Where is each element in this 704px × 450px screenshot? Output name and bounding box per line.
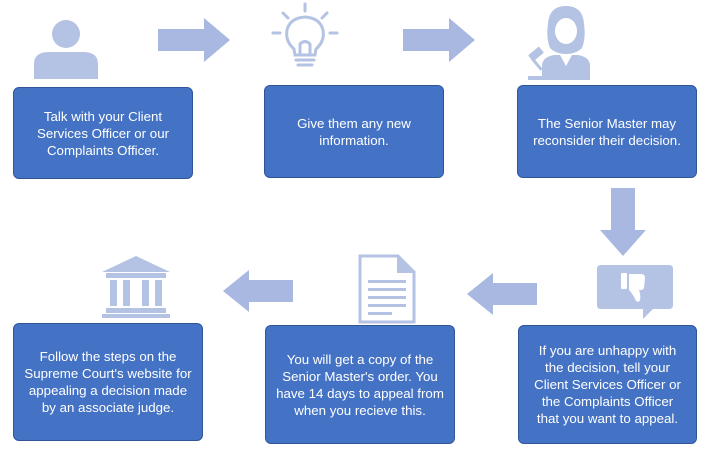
step-2-box: Give them any new information. xyxy=(264,85,444,178)
step-5-text: You will get a copy of the Senior Master… xyxy=(276,351,444,418)
step-1-text: Talk with your Client Services Officer o… xyxy=(36,108,170,158)
step-3-text: The Senior Master may reconsider their d… xyxy=(533,115,681,148)
step-6-box: Follow the steps on the Supreme Court's … xyxy=(13,323,203,441)
step-6-text: Follow the steps on the Supreme Court's … xyxy=(24,349,192,415)
step-4-box: If you are unhappy with the decision, te… xyxy=(518,325,697,444)
arrow-down xyxy=(600,188,646,256)
judge-icon xyxy=(526,2,606,82)
step-3-box: The Senior Master may reconsider their d… xyxy=(517,85,697,178)
person-icon xyxy=(31,12,101,80)
step-4-text: If you are unhappy with the decision, te… xyxy=(534,343,681,426)
lightbulb-icon xyxy=(270,2,340,72)
step-2-text: Give them any new information. xyxy=(297,115,411,148)
step-5-box: You will get a copy of the Senior Master… xyxy=(265,325,455,444)
arrow-right-2 xyxy=(403,18,475,62)
courthouse-icon xyxy=(102,256,170,318)
arrow-left-1 xyxy=(467,273,537,315)
arrow-right-1 xyxy=(158,18,230,62)
document-icon xyxy=(358,254,416,324)
arrow-left-2 xyxy=(223,270,293,312)
step-1-box: Talk with your Client Services Officer o… xyxy=(13,87,193,179)
thumbs-down-speech-icon xyxy=(595,263,675,325)
